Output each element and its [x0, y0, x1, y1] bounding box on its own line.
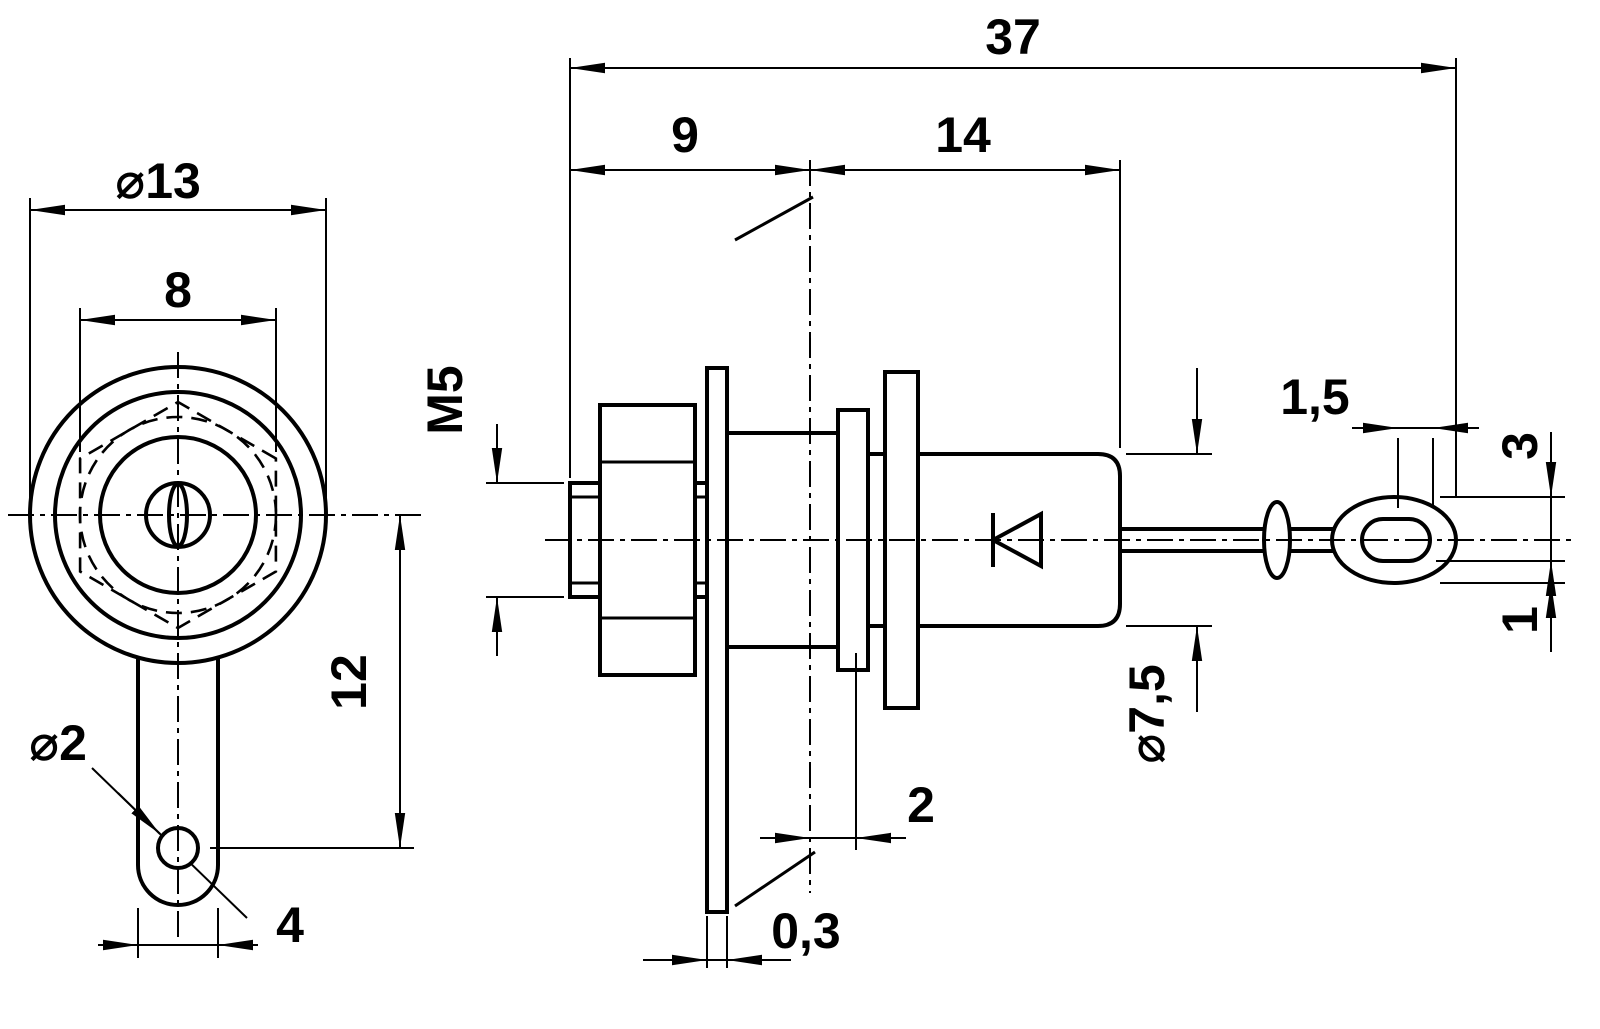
dim-outer-diameter: ⌀13 — [29, 153, 327, 505]
dim-terminal-thickness: 1 — [1440, 561, 1565, 652]
terminal-offset-label: 1,5 — [1280, 369, 1350, 425]
dim-terminal-offset: 1,5 — [1280, 369, 1479, 508]
front-view: ⌀13 8 ⌀2 12 4 — [8, 153, 424, 958]
dim-plate-thickness: 0,3 — [643, 903, 841, 968]
dim-thread-size: M5 — [417, 365, 564, 656]
front-section-label: 9 — [671, 107, 699, 163]
plate-thickness-label: 0,3 — [771, 903, 841, 959]
terminal-hole-label: 3 — [1492, 432, 1548, 460]
hex-across-flats-label: 8 — [164, 262, 192, 318]
panel-tick-top — [734, 195, 814, 242]
terminal-thickness-label: 1 — [1492, 606, 1548, 634]
body-boss — [725, 431, 858, 649]
lug-hole-leader-arrow — [117, 792, 161, 835]
outer-diameter-label: ⌀13 — [115, 153, 201, 209]
panel-tick-bottom — [734, 850, 816, 908]
body-diameter-label: ⌀7,5 — [1119, 664, 1175, 764]
side-view: 37 9 14 M5 ⌀7,5 — [417, 9, 1572, 968]
rear-section-label: 14 — [935, 107, 991, 163]
dim-front-section: 9 — [570, 107, 810, 176]
dim-body-diameter: ⌀7,5 — [1119, 368, 1212, 764]
dim-lug-length: 12 — [210, 515, 414, 849]
panel-clamp-label: 2 — [907, 777, 935, 833]
lug-hole-diameter-label: ⌀2 — [29, 715, 87, 771]
overall-length-label: 37 — [985, 9, 1041, 65]
lug-plate — [705, 366, 729, 914]
lug-length-label: 12 — [321, 654, 377, 710]
dim-panel-clamp: 2 — [760, 653, 935, 850]
lug-width-label: 4 — [276, 897, 304, 953]
dim-hex-across-flats: 8 — [79, 262, 277, 452]
dim-lug-width: 4 — [98, 897, 304, 958]
dim-rear-section: 14 — [810, 107, 1121, 448]
thread-size-label: M5 — [417, 365, 473, 434]
